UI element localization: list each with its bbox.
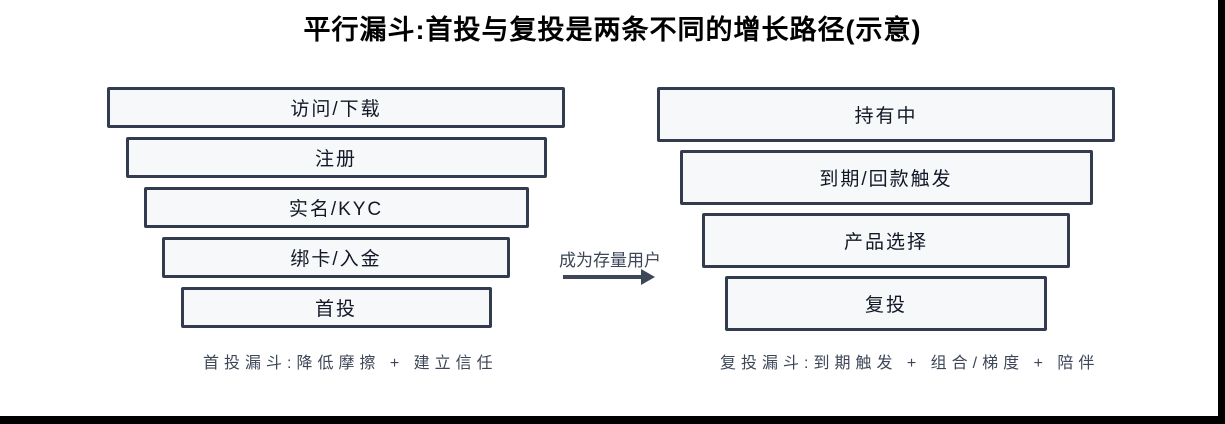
funnel-stage-maturity-trigger: 到期/回款触发 — [679, 150, 1093, 205]
slide-bottom-border — [0, 416, 1225, 424]
funnel-stage-bind-card-deposit: 绑卡/入金 — [162, 237, 510, 278]
left-funnel-caption: 首投漏斗:降低摩擦 + 建立信任 — [203, 355, 498, 372]
funnel-stage-product-select: 产品选择 — [702, 213, 1070, 268]
arrow-line — [563, 275, 641, 279]
slide-right-border — [1218, 0, 1225, 424]
funnel-stage-holding: 持有中 — [657, 87, 1115, 142]
right-arrow-icon — [563, 269, 655, 285]
funnel-stage-first-invest: 首投 — [180, 287, 492, 328]
transition-label: 成为存量用户 — [559, 251, 661, 270]
diagram-title: 平行漏斗:首投与复投是两条不同的增长路径(示意) — [303, 15, 922, 45]
funnel-stage-visit-download: 访问/下载 — [107, 87, 565, 128]
funnel-stage-kyc: 实名/KYC — [143, 187, 529, 228]
first-investment-funnel: 访问/下载 注册 实名/KYC 绑卡/入金 首投 — [107, 87, 565, 337]
funnel-stage-reinvest: 复投 — [725, 276, 1047, 331]
arrow-head — [641, 269, 655, 285]
funnel-stage-register: 注册 — [125, 137, 547, 178]
reinvestment-funnel: 持有中 到期/回款触发 产品选择 复投 — [657, 87, 1115, 339]
right-funnel-caption: 复投漏斗:到期触发 + 组合/梯度 + 陪伴 — [720, 355, 1100, 372]
